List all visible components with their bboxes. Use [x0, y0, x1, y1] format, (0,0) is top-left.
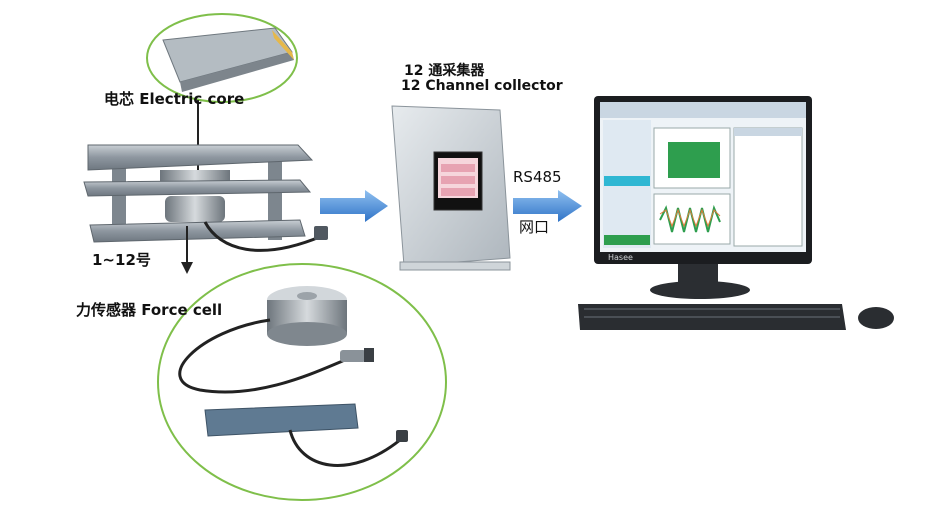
- fixture-connector: [314, 226, 328, 240]
- arrow-right-icon: [513, 190, 582, 222]
- arrow-down-icon: [181, 226, 193, 274]
- collector-device: [391, 105, 511, 271]
- arrow-right-icon: [320, 190, 388, 222]
- electric-core-callout: [146, 13, 298, 103]
- monitor-brand: Hasee: [608, 253, 633, 262]
- press-fixture: [83, 144, 314, 243]
- keyboard: [578, 304, 846, 330]
- computer-monitor: [594, 96, 812, 299]
- mouse: [858, 307, 894, 329]
- collector-cn-label: 12 通采集器: [404, 63, 485, 79]
- electric-core-label: 电芯 Electric core: [104, 90, 245, 108]
- channels-label: 1~12号: [92, 251, 151, 269]
- force-cell-callout: [157, 263, 447, 501]
- rs485-label: RS485: [513, 168, 562, 186]
- force-cell-label: 力传感器 Force cell: [76, 301, 223, 319]
- collector-en-label: 12 Channel collector: [401, 78, 563, 94]
- fixture-cable: [203, 221, 323, 252]
- network-label: 网口: [519, 218, 550, 236]
